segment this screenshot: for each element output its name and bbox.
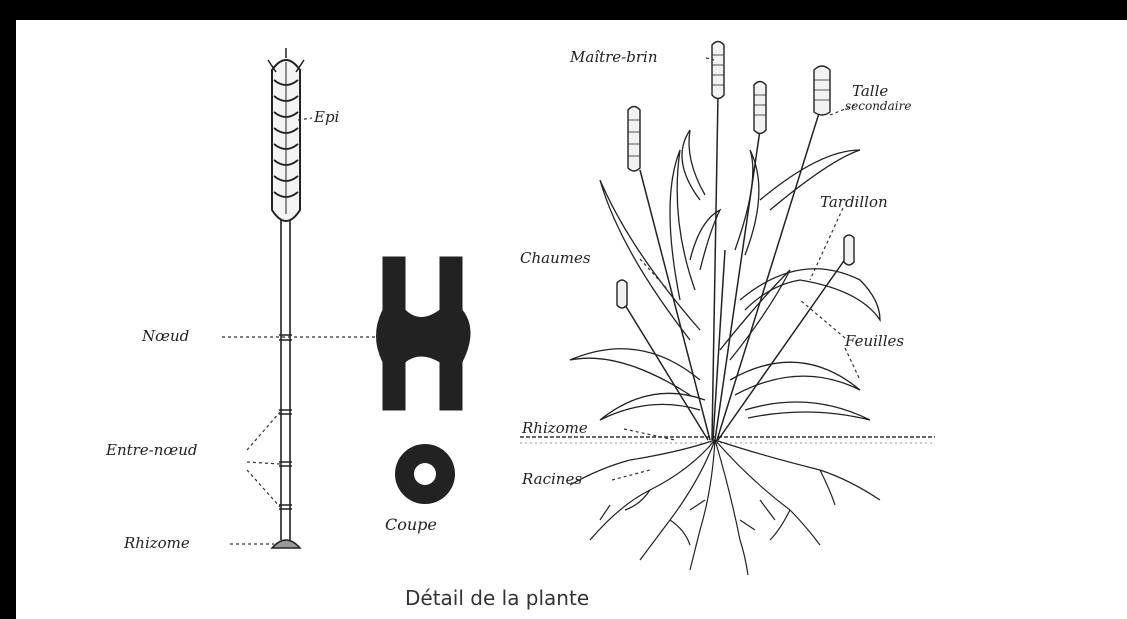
label-talle: Talle bbox=[852, 82, 888, 100]
stem-section-illustration bbox=[377, 257, 471, 410]
label-tardillon: Tardillon bbox=[820, 193, 888, 211]
label-feuilles: Feuilles bbox=[844, 332, 904, 350]
stem-illustration bbox=[279, 220, 292, 540]
label-racines: Racines bbox=[521, 470, 582, 488]
whole-plant-illustration bbox=[520, 42, 935, 576]
ear-illustration bbox=[268, 48, 304, 221]
label-talle-secondaire: secondaire bbox=[845, 99, 911, 113]
coupe-ring-illustration bbox=[395, 444, 455, 504]
label-maitre-brin: Maître-brin bbox=[569, 48, 657, 66]
single-stem-illustration bbox=[268, 48, 304, 548]
label-entre-noeud: Entre-nœud bbox=[105, 441, 198, 459]
label-epi: Epi bbox=[313, 108, 340, 126]
diagram-canvas: Epi Nœud Entre-nœud Rhizome Coupe Maître… bbox=[16, 20, 1127, 619]
label-noeud: Nœud bbox=[141, 327, 189, 345]
left-leader-lines bbox=[222, 118, 383, 544]
label-rhizome-left: Rhizome bbox=[123, 534, 190, 552]
label-coupe: Coupe bbox=[385, 515, 437, 534]
label-rhizome-right: Rhizome bbox=[521, 419, 588, 437]
diagram-caption: Détail de la plante bbox=[405, 586, 589, 610]
label-chaumes: Chaumes bbox=[520, 249, 591, 267]
wheat-plant-diagram: Epi Nœud Entre-nœud Rhizome Coupe Maître… bbox=[16, 20, 1127, 619]
rhizome-base-illustration bbox=[272, 540, 300, 548]
